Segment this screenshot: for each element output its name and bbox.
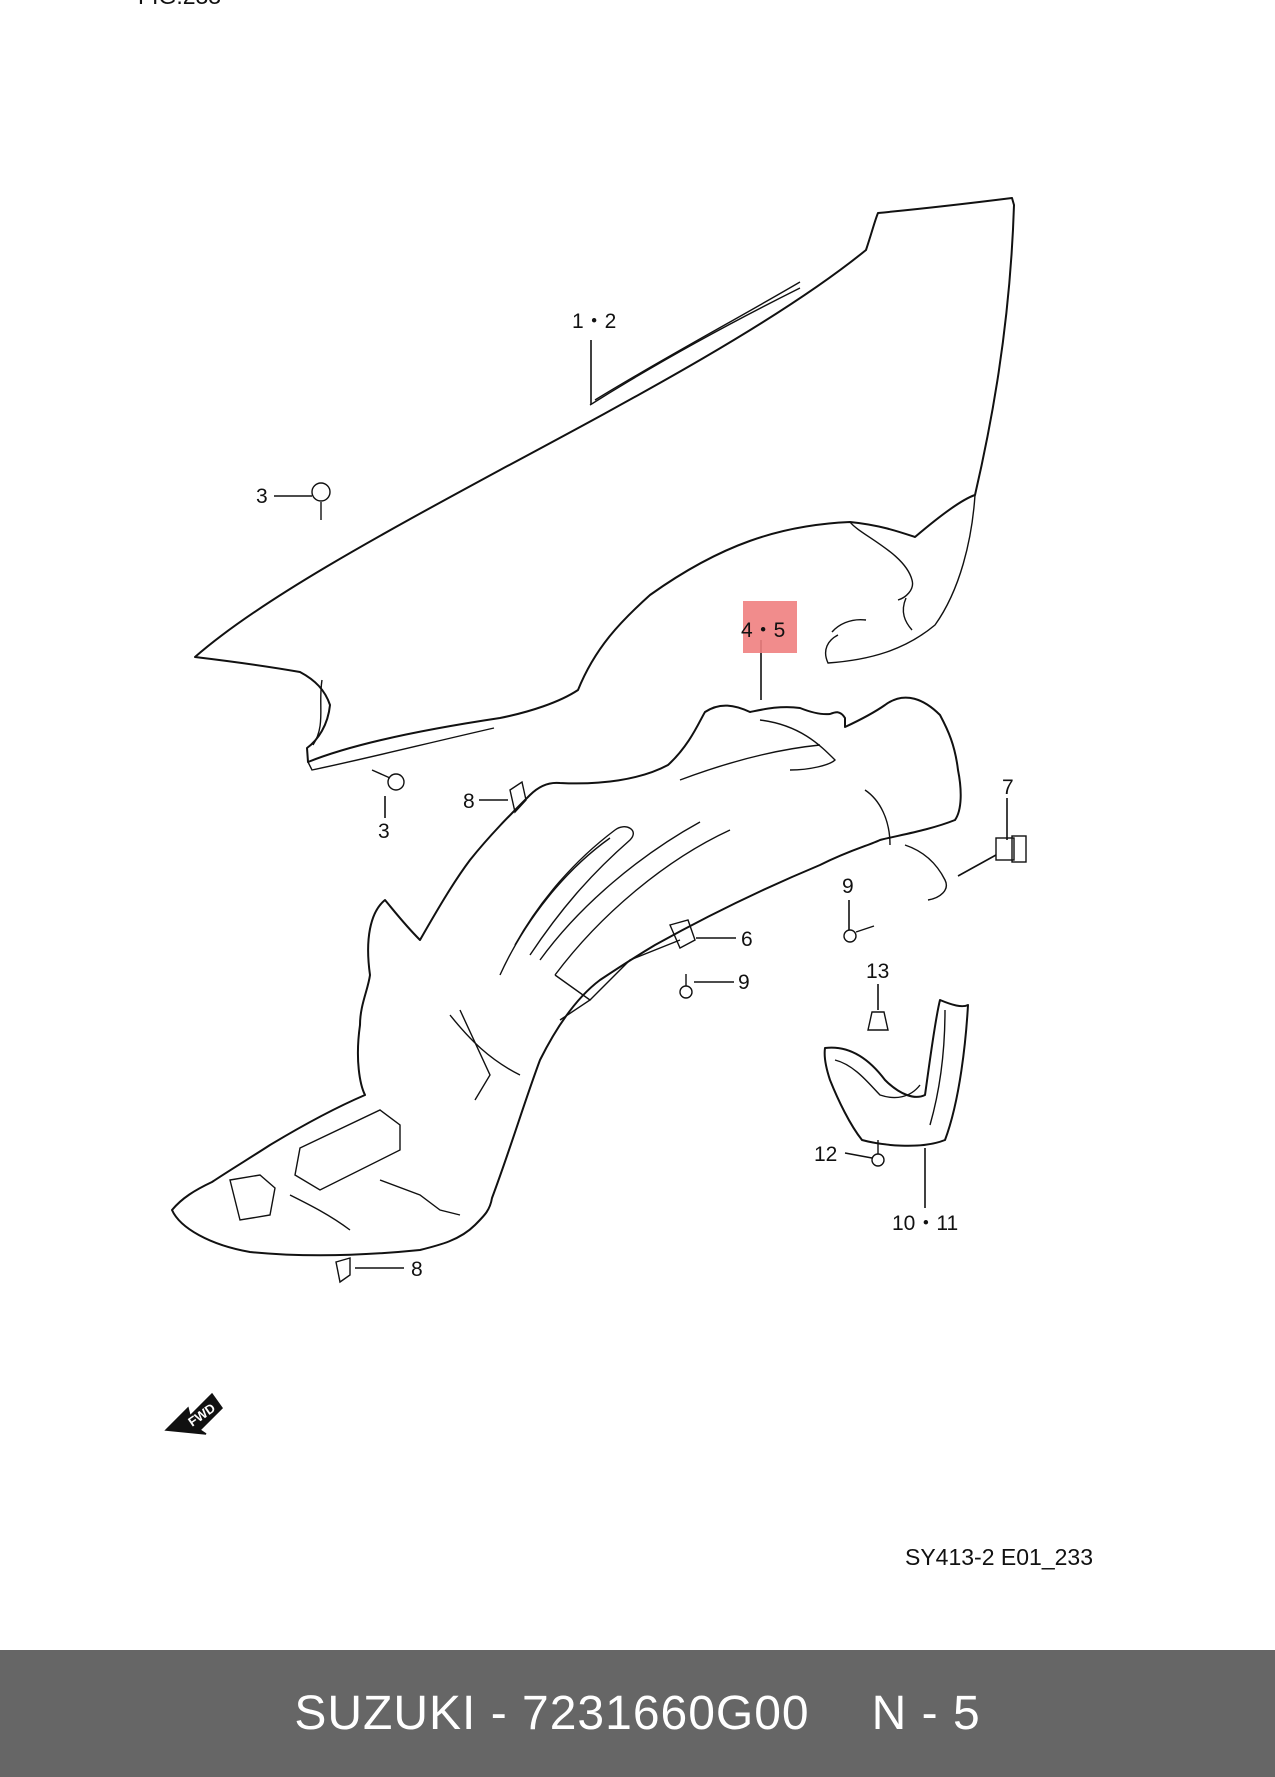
nut-6 <box>669 919 696 949</box>
callout-4-5: 4・5 <box>741 619 785 642</box>
footer-separator: - <box>490 1687 508 1740</box>
footer-bar: SUZUKI - 7231660G00 N - 5 <box>0 1650 1275 1777</box>
callout-1-2: 1・2 <box>572 310 616 333</box>
footer-brand: SUZUKI <box>294 1687 477 1740</box>
footer-part-number: 7231660G00 <box>522 1687 810 1740</box>
fastener-3-upper <box>311 482 331 520</box>
clip-8-upper <box>509 780 527 814</box>
callout-labels: 1・2 3 3 4・5 6 7 8 8 9 9 10・11 12 13 <box>256 310 1014 1281</box>
mud-flap <box>823 999 969 1147</box>
drawing-code: SY413-2 E01_233 <box>905 1544 1093 1570</box>
callout-6: 6 <box>741 928 753 951</box>
fender-liner <box>171 696 962 1257</box>
callout-13: 13 <box>866 960 889 983</box>
callout-8-lower: 8 <box>411 1258 423 1281</box>
screw-9-right <box>843 925 875 943</box>
callout-9-mid: 9 <box>738 971 750 994</box>
fastener-3-lower <box>371 769 405 791</box>
callout-7: 7 <box>1002 776 1014 799</box>
callout-3-upper: 3 <box>256 485 268 508</box>
callout-8-upper: 8 <box>463 790 475 813</box>
callout-3-lower: 3 <box>378 820 390 843</box>
clip-13 <box>867 1011 889 1031</box>
clip-7 <box>995 835 1027 863</box>
footer-position-code: N - 5 <box>871 1687 981 1740</box>
top-partial-text: FIG.233 <box>138 0 221 9</box>
fwd-arrow-icon: FWD <box>164 1392 223 1435</box>
callout-12: 12 <box>814 1143 837 1166</box>
callout-highlight-4-5 <box>743 601 797 653</box>
clip-8-lower <box>335 1257 351 1284</box>
callout-9-right: 9 <box>842 875 854 898</box>
screw-12 <box>871 1140 885 1167</box>
parts-diagram: FIG.233 <box>138 0 1093 1570</box>
front-fender <box>194 197 1015 771</box>
screw-9-mid <box>679 974 693 999</box>
leader-lines <box>274 340 1008 1269</box>
callout-10-11: 10・11 <box>892 1212 958 1235</box>
